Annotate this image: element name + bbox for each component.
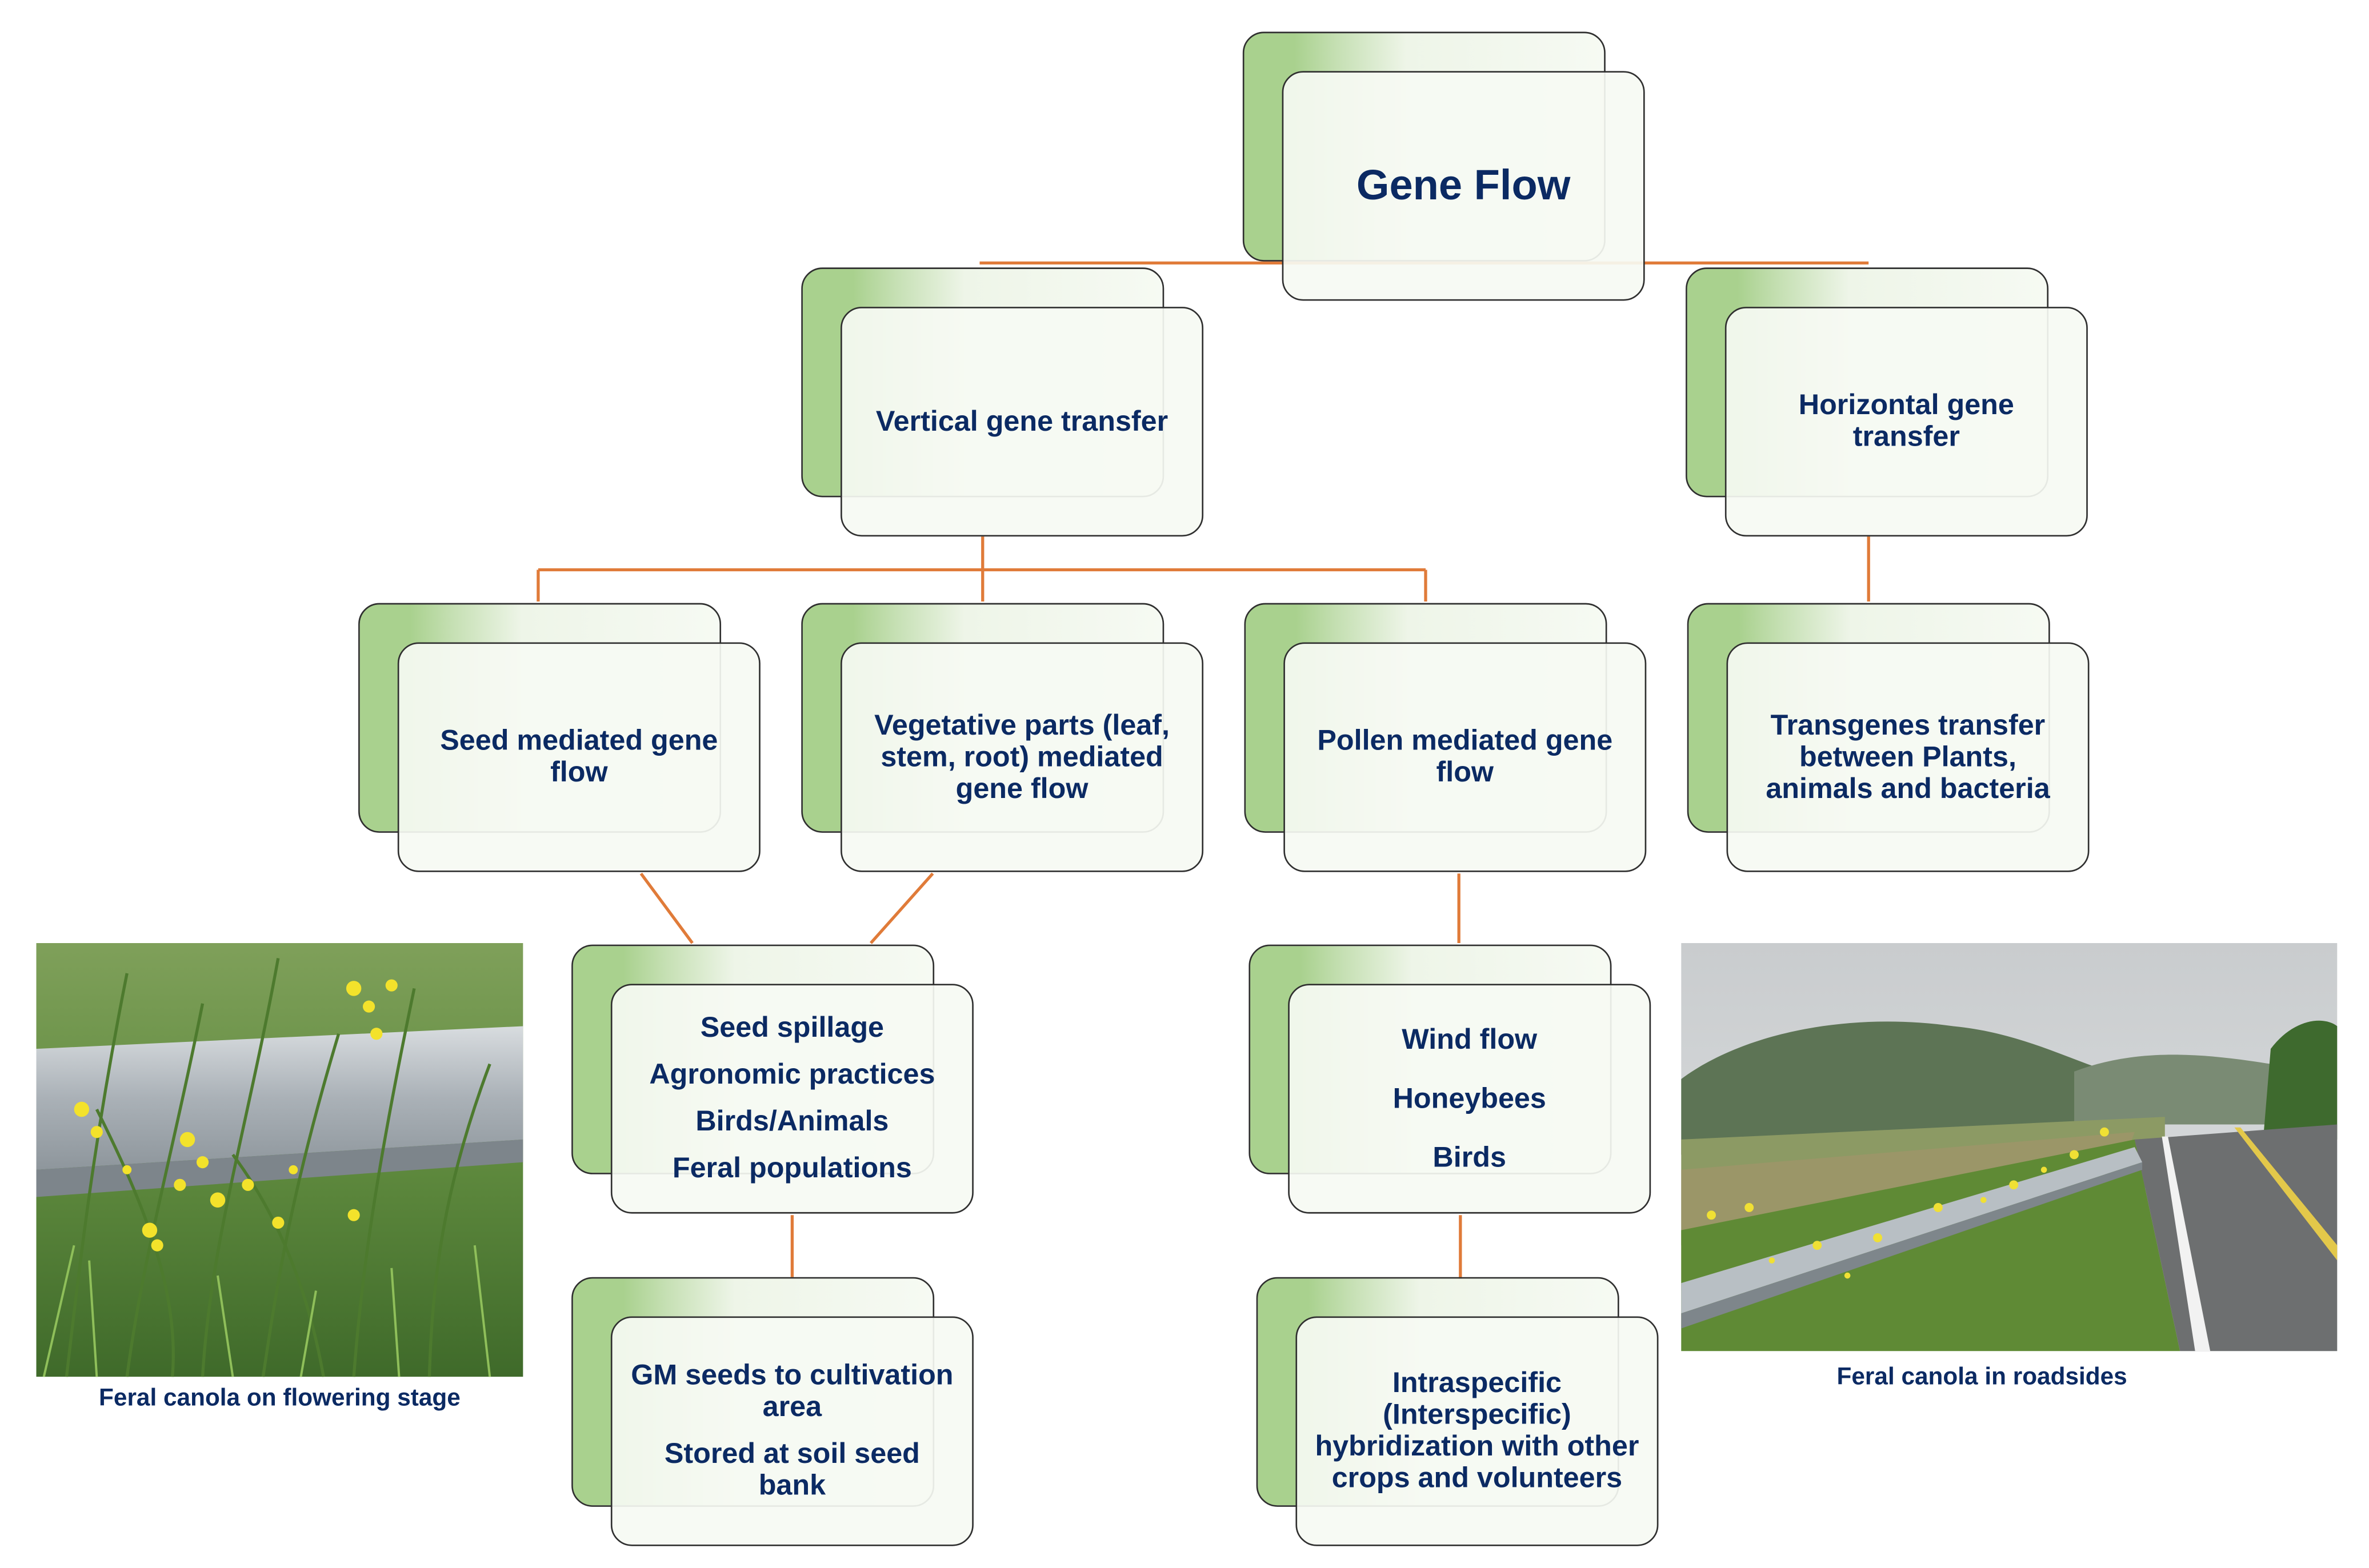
vegetative-parts-label: Vegetative parts (leaf, stem, root) medi… (874, 709, 1170, 805)
connector-veg-to-items (870, 872, 934, 944)
gm-seeds-soil-bank: Stored at soil seed bank (664, 1438, 920, 1502)
seed-item-birds-animals: Birds/Animals (695, 1106, 889, 1138)
right-photo-caption: Feral canola in roadsides (1836, 1365, 2127, 1391)
gm-seeds-cultivation: GM seeds to cultivation area (631, 1360, 954, 1424)
left-photo-caption: Feral canola on flowering stage (99, 1386, 461, 1412)
pollen-item-honeybees: Honeybees (1392, 1082, 1546, 1115)
feral-canola-roadside-photo (1681, 943, 2338, 1352)
horizontal-gene-transfer-label: Horizontal gene transfer (1798, 390, 2014, 454)
hybridization-label: Intraspecific (Interspecific) hybridizat… (1315, 1368, 1639, 1495)
connector-seed-to-items (639, 872, 694, 944)
gene-flow-title: Gene Flow (1356, 162, 1571, 209)
seed-item-spillage: Seed spillage (700, 1012, 885, 1045)
seed-mediated-label: Seed mediated gene flow (440, 725, 718, 789)
pollen-mediated-label: Pollen mediated gene flow (1317, 725, 1613, 789)
pollen-item-birds: Birds (1432, 1141, 1506, 1174)
feral-canola-flowering-photo (36, 943, 523, 1377)
seed-item-agronomic: Agronomic practices (649, 1059, 935, 1092)
pollen-item-wind: Wind flow (1402, 1024, 1538, 1056)
vertical-gene-transfer-label: Vertical gene transfer (875, 406, 1169, 438)
seed-item-feral: Feral populations (672, 1153, 912, 1185)
transgenes-transfer-label: Transgenes transfer between Plants, anim… (1766, 709, 2050, 805)
